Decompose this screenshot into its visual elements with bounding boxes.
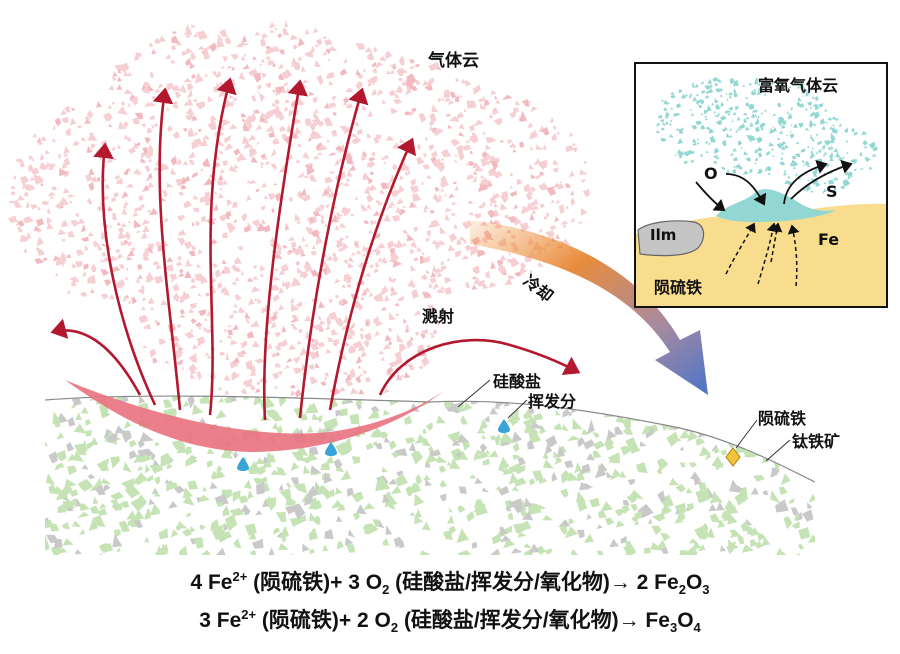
oxygen-rich-cloud [655,76,878,194]
surface-line [44,395,816,483]
plume-arrow [262,79,309,421]
troilite-label: 陨硫铁 [758,409,807,428]
volatile-label: 挥发分 [528,392,577,411]
inset-panel: 富氧气体云 O S Ilm Fe 陨硫铁 [634,62,888,308]
plume-arrow [328,137,417,411]
inset-troilite-label: 陨硫铁 [654,278,703,297]
gas-cloud-label: 气体云 [428,51,479,71]
equation-1: 4 Fe2+ (陨硫铁)+ 3 O2 (硅酸盐/挥发分/氧化物)→ 2 Fe2O… [190,569,710,598]
plume-arrow [50,318,142,396]
inset-canvas [636,76,886,306]
troilite-grain-icon [725,447,741,467]
inset-o-label: O [704,164,718,183]
inset-s-label: S [826,182,838,201]
plume-arrow [152,87,182,411]
droplet-icon [237,457,249,471]
impact-melt-layer [65,380,445,452]
plume-arrows [50,77,581,421]
plume-arrow [208,77,237,416]
silicate-label: 硅酸盐 [493,372,542,391]
volatile-droplets [237,419,510,471]
ilmenite-grain [637,220,705,257]
plume-arrow [378,338,581,396]
plume-arrow [93,142,157,406]
plume-arrow [298,87,369,419]
leader-lines [457,379,791,462]
droplet-icon [498,419,510,433]
inset-title: 富氧气体云 [758,76,839,95]
ilmenite-label: 钛铁矿 [792,432,841,451]
sputter-label: 溅射 [422,307,455,326]
inset-ilm-label: Ilm [650,226,677,244]
equation-2: 3 Fe2+ (陨硫铁)+ 2 O2 (硅酸盐/挥发分/氧化物)→ Fe3O4 [199,607,701,636]
reaction-melt [716,189,836,222]
inset-fe-label: Fe [818,230,840,249]
cooling-arrow [470,220,708,395]
droplet-icon [325,442,337,456]
